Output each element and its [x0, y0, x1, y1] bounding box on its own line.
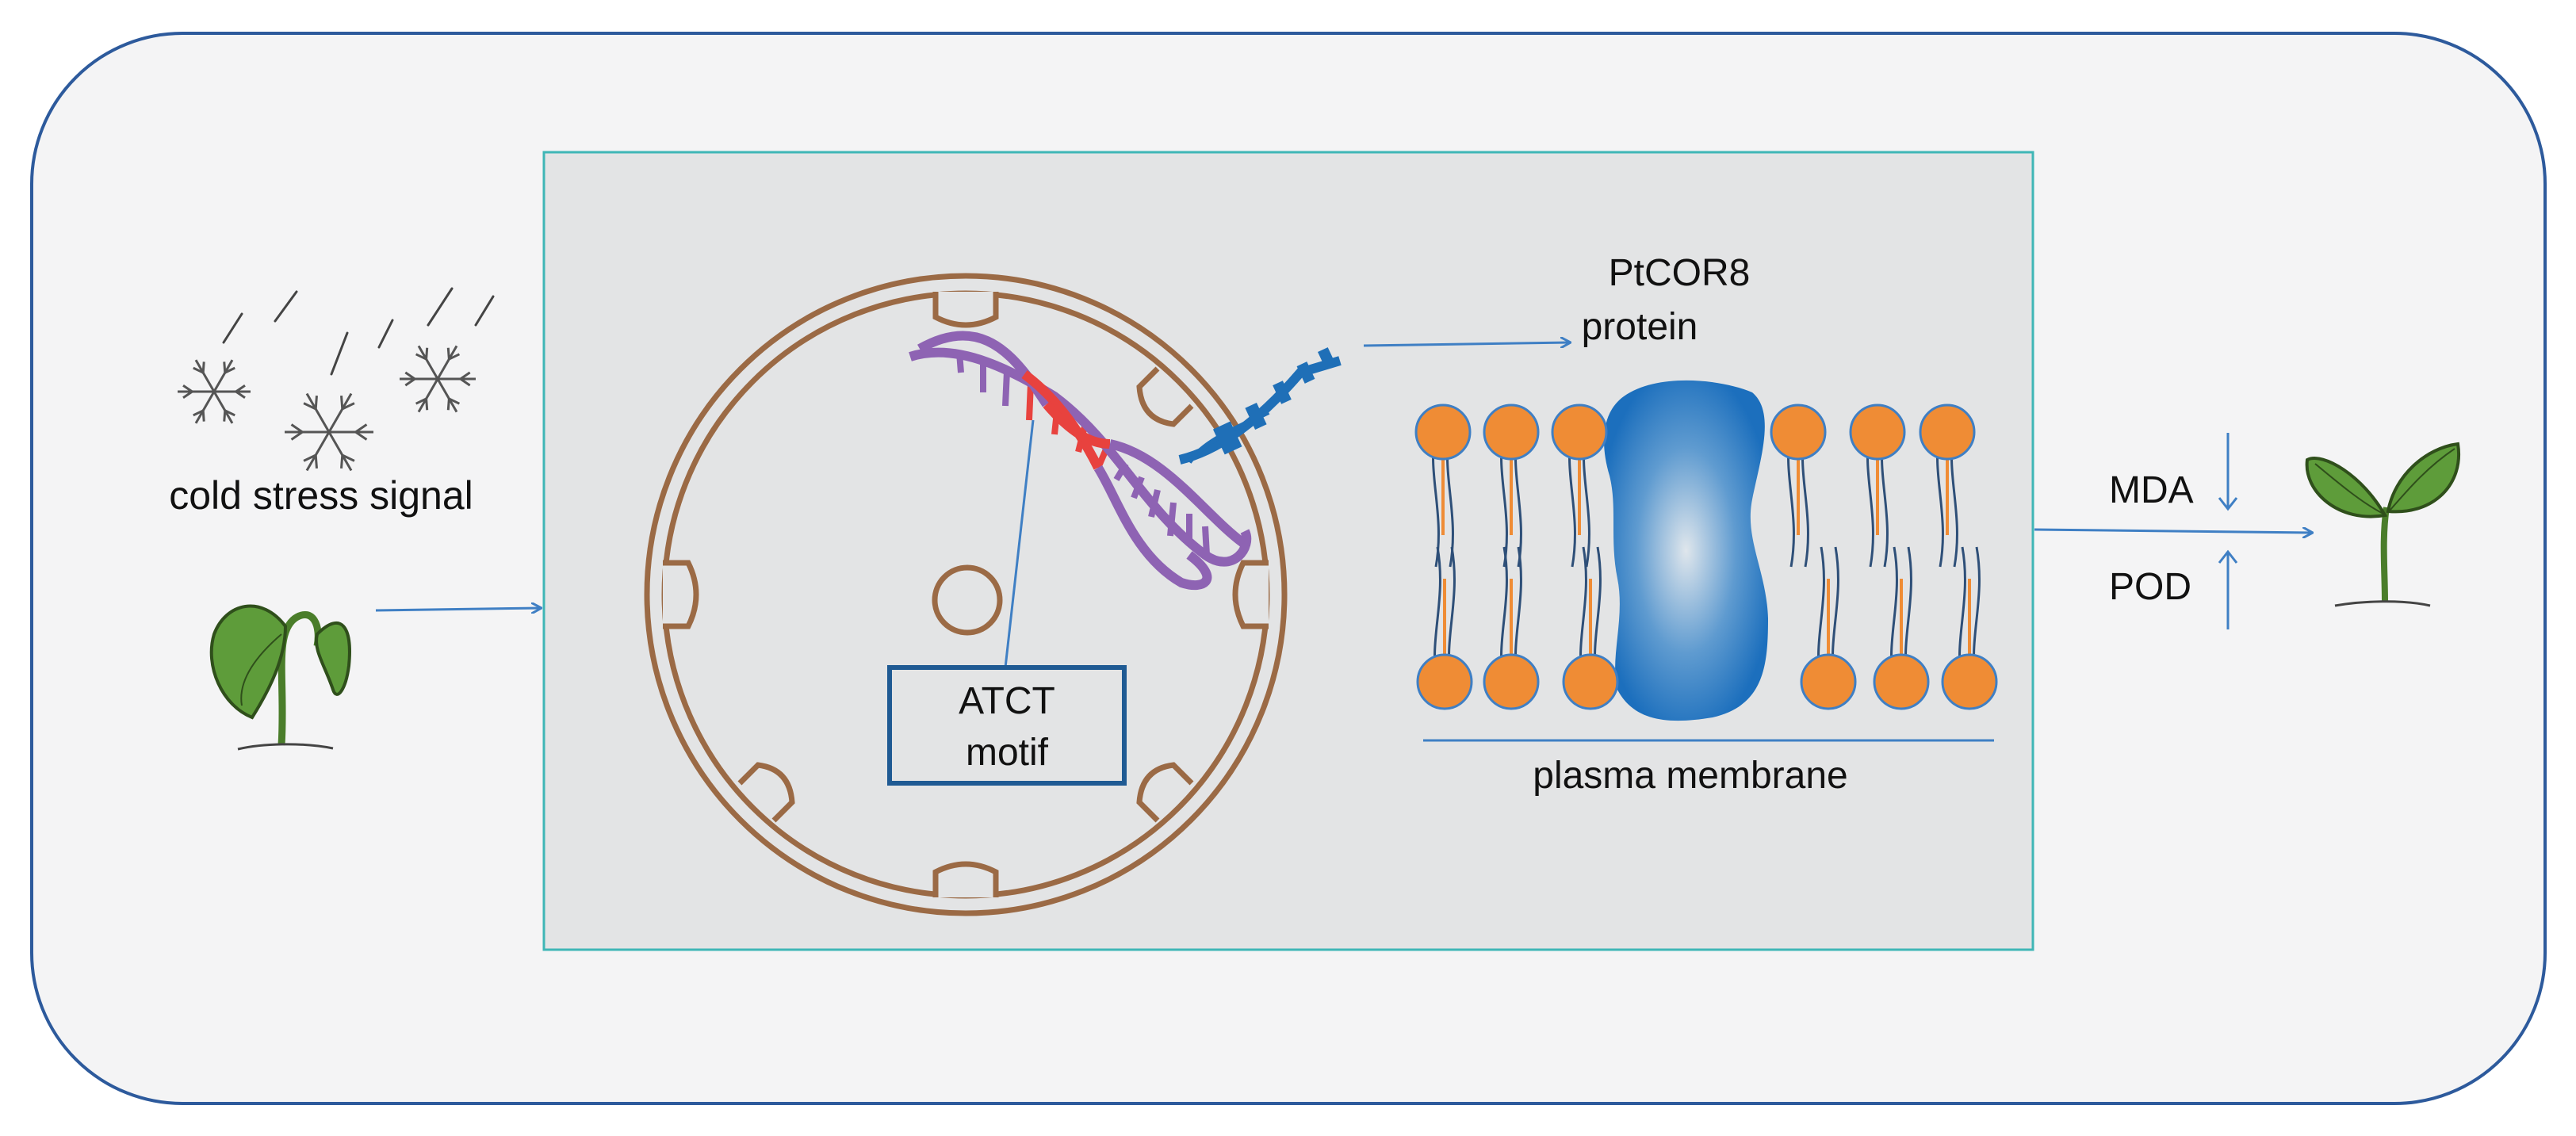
lipid-head: [1770, 404, 1827, 461]
lipid-head: [1416, 653, 1473, 710]
lipid-head: [1941, 653, 1998, 710]
atct-motif-box: [887, 665, 1127, 786]
mrna-transcript-icon: [1178, 347, 1342, 465]
snowflake-icons: [178, 345, 476, 472]
nucleolus: [932, 564, 1003, 636]
snowfall-icon: [222, 287, 495, 376]
mda-label: MDA: [2109, 469, 2194, 511]
healthy-seedling-icon: [2305, 442, 2461, 607]
mda-decrease-arrow: [2218, 433, 2238, 511]
lipid-head: [1483, 404, 1540, 461]
arrow-to-cell: [375, 608, 541, 610]
motif-pointer-line: [1004, 419, 1035, 668]
snowflake-icon: [400, 345, 476, 413]
lipid-head: [1919, 404, 1976, 461]
protein-label-line1: PtCOR8: [1609, 252, 1751, 294]
ptcor8-protein: [1604, 380, 1768, 721]
lipid-head: [1414, 404, 1472, 461]
lipid-head: [1849, 404, 1906, 461]
motif-label-line2: motif: [966, 732, 1049, 774]
membrane-label: plasma membrane: [1533, 755, 1848, 797]
motif-label-line1: ATCT: [959, 680, 1055, 722]
lipid-head: [1562, 653, 1619, 710]
cell-panel: [542, 151, 2034, 951]
lipid-head: [1800, 653, 1857, 710]
lipid-head: [1873, 653, 1930, 710]
lipid-head: [1483, 653, 1540, 710]
lipid-head: [1551, 404, 1608, 461]
snowflake-icon: [285, 392, 373, 472]
wilted-seedling-icon: [209, 604, 351, 751]
protein-label-line2: protein: [1582, 306, 1698, 348]
lipid-heads: [1414, 404, 1998, 710]
pod-label: POD: [2109, 566, 2191, 608]
nuclear-pores: [663, 292, 1269, 897]
arrow-to-healthy-plant: [2034, 530, 2312, 533]
cold-stress-label: cold stress signal: [169, 473, 473, 518]
pod-increase-arrow: [2218, 549, 2238, 629]
snowflake-icon: [178, 359, 251, 424]
dna-helix-icon: [909, 331, 1252, 591]
arrow-to-protein: [1363, 342, 1570, 346]
